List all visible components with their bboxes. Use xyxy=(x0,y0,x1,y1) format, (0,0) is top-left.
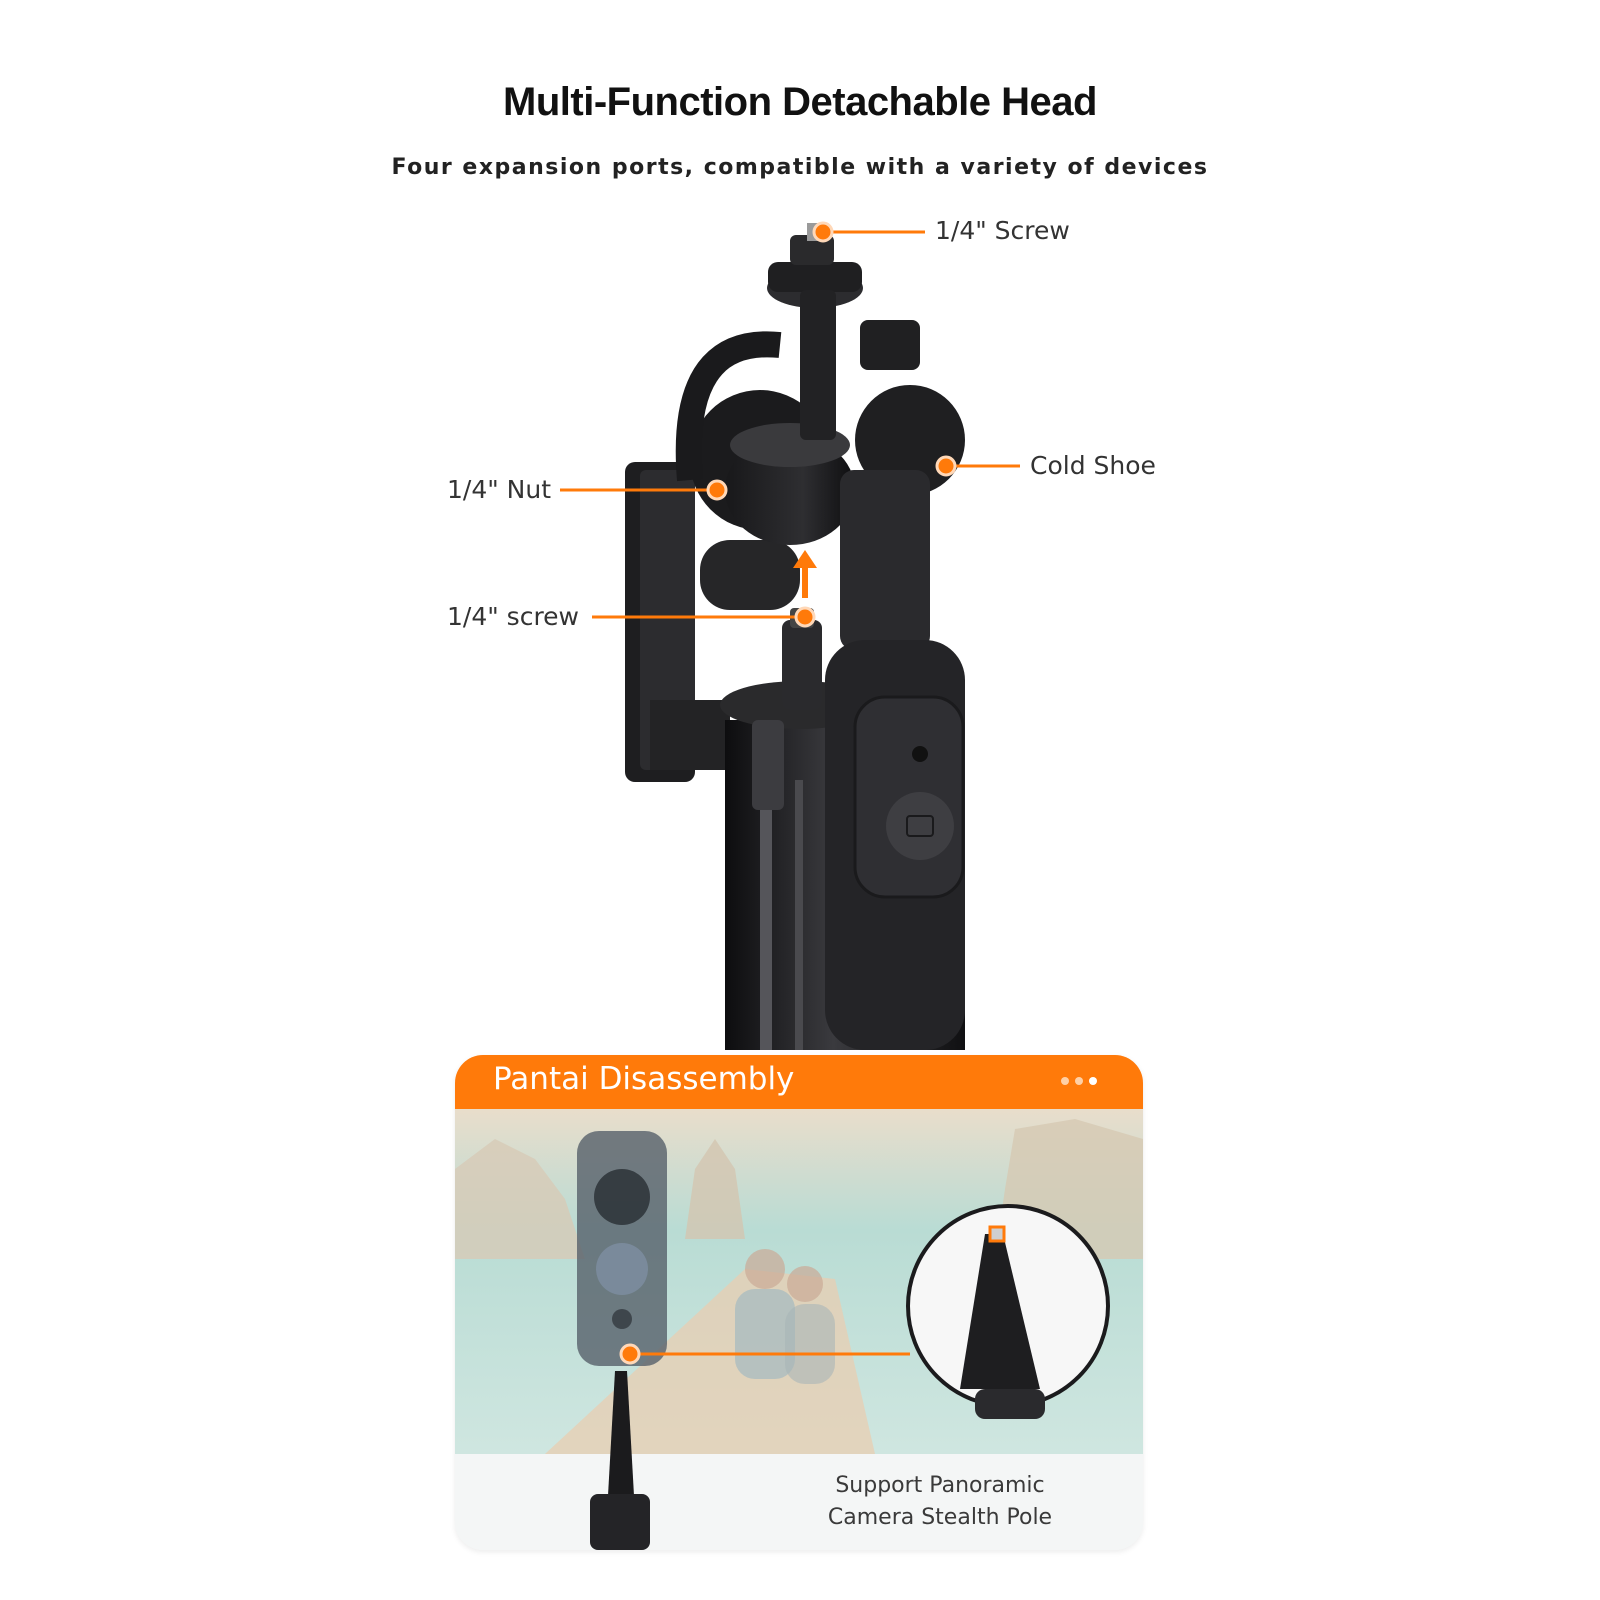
caption-line-2: Camera Stealth Pole xyxy=(827,1505,1053,1530)
remote-handle xyxy=(825,640,965,1050)
disassembly-card: Pantai Disassembly Support Panoramic Cam… xyxy=(455,1055,1143,1550)
top-knob xyxy=(767,223,863,440)
callout-top-screw: 1/4" Screw xyxy=(935,216,1070,245)
phone-clamp xyxy=(625,462,730,782)
pagination-dot[interactable] xyxy=(1075,1077,1083,1085)
magnifier-detail xyxy=(906,1204,1110,1419)
tripod-head-illustration xyxy=(560,221,1020,1050)
camera-icon xyxy=(906,815,934,837)
stealth-pole xyxy=(590,1371,650,1550)
power-icon xyxy=(912,746,928,762)
caption-line-1: Support Panoramic xyxy=(835,1473,1045,1498)
arc-handle xyxy=(675,331,782,482)
callout-markers xyxy=(560,221,1020,628)
pagination-dot[interactable] xyxy=(1061,1077,1069,1085)
side-arm xyxy=(840,320,965,650)
callout-cold-shoe: Cold Shoe xyxy=(1030,451,1156,480)
panoramic-scene-image xyxy=(455,1109,1143,1550)
callout-nut: 1/4" Nut xyxy=(447,475,552,504)
pagination-dots[interactable] xyxy=(1061,1077,1097,1085)
page-subtitle: Four expansion ports, compatible with a … xyxy=(391,155,1209,180)
card-header: Pantai Disassembly xyxy=(455,1055,1143,1109)
card-title: Pantai Disassembly xyxy=(493,1061,795,1097)
panoramic-camera xyxy=(577,1131,667,1366)
callout-lower-screw: 1/4" screw xyxy=(447,602,580,631)
card-caption: Support Panoramic Camera Stealth Pole xyxy=(795,1470,1085,1534)
page-title: Multi-Function Detachable Head xyxy=(503,80,1097,124)
pagination-dot-active[interactable] xyxy=(1089,1077,1097,1085)
